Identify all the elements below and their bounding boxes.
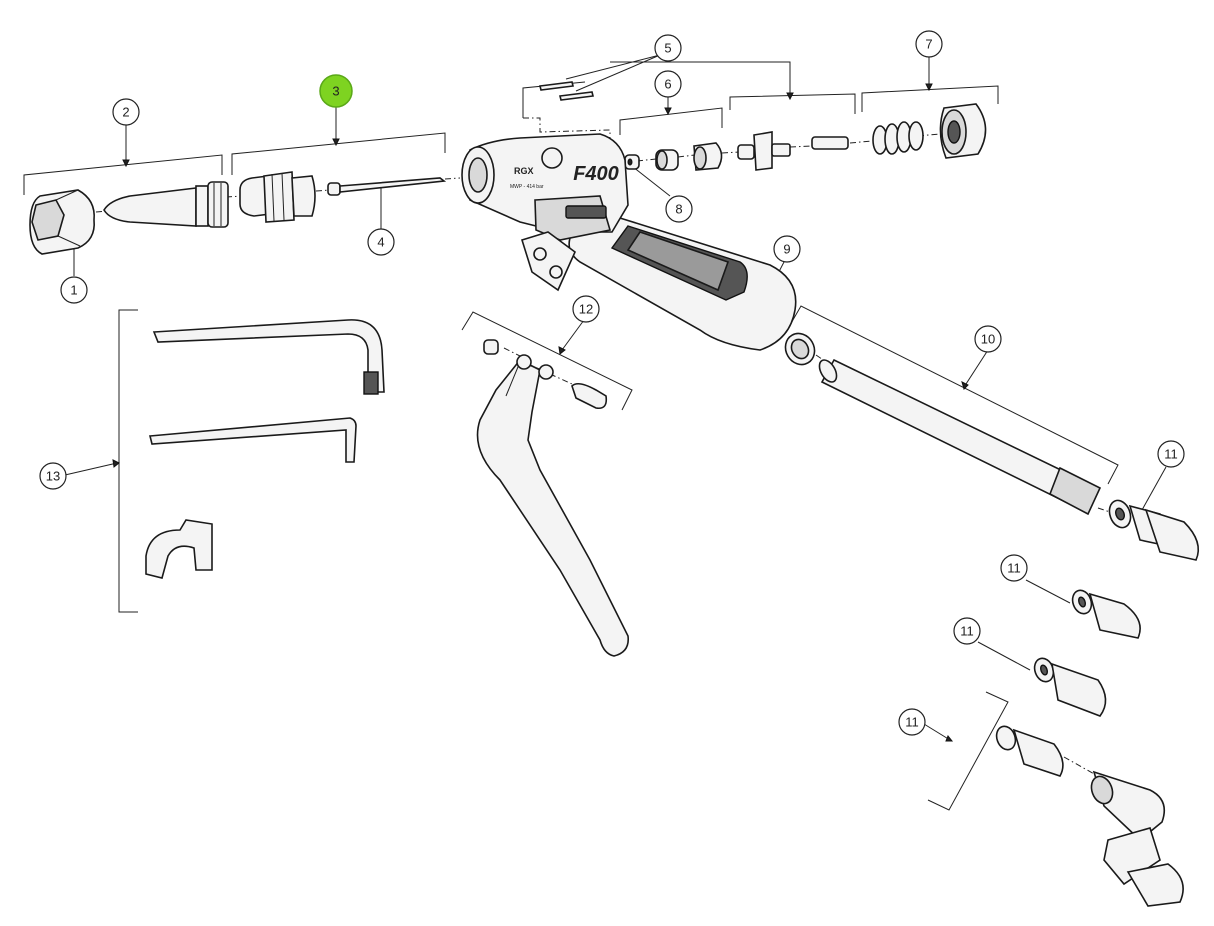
part-4-pin: [327, 177, 447, 196]
callout-label: 11: [960, 624, 974, 639]
part-11-coupler-a: [1108, 499, 1200, 561]
part-8-ring: [624, 154, 640, 170]
part-7-spring-cap: [872, 103, 987, 159]
callout-11-c: 11: [953, 617, 981, 645]
part-plunger: [737, 131, 849, 171]
part-9-seal: [784, 332, 816, 366]
part-11-coupler-c: [1033, 657, 1107, 717]
part-5-pins: [539, 81, 594, 101]
part-11-coupler-b: [1071, 589, 1141, 639]
callout-label: 9: [783, 242, 790, 257]
callout-2: 2: [112, 98, 140, 126]
gun-body: F400 RGX MWP - 414 bar: [461, 133, 797, 351]
brand-marking: RGX: [514, 166, 534, 176]
callout-13: 13: [39, 462, 67, 490]
callout-label: 6: [664, 77, 671, 92]
callout-8: 8: [665, 195, 693, 223]
callout-label: 11: [1164, 447, 1178, 462]
part-2-nozzle: [103, 181, 229, 228]
callout-label: 7: [925, 37, 932, 52]
callout-label: 5: [664, 41, 671, 56]
callout-11-a: 11: [1157, 440, 1185, 468]
part-1-nozzle-nut: [29, 189, 95, 255]
callout-7: 7: [915, 30, 943, 58]
part-10-tube: [818, 358, 1102, 516]
pressure-marking: MWP - 414 bar: [510, 184, 544, 190]
callout-label: 4: [377, 235, 384, 250]
part-11-coupler-d: [995, 725, 1184, 907]
part-3-coupler-body: [239, 171, 316, 223]
callout-label: 12: [579, 302, 593, 317]
callout-label: 10: [981, 332, 995, 347]
callout-11-d: 11: [898, 708, 926, 736]
callout-label: 11: [905, 715, 919, 730]
callout-3-highlighted[interactable]: 3: [319, 74, 353, 108]
callout-4: 4: [367, 228, 395, 256]
callout-label: 1: [70, 283, 77, 298]
callout-5: 5: [654, 34, 682, 62]
callout-label: 2: [122, 105, 129, 120]
part-12-lever: [476, 339, 630, 657]
part-13-tools: [145, 319, 385, 579]
callout-9: 9: [773, 235, 801, 263]
callout-label: 11: [1007, 561, 1021, 576]
callout-label: 8: [675, 202, 682, 217]
model-marking: F400: [573, 163, 619, 185]
callout-10: 10: [974, 325, 1002, 353]
callout-11-b: 11: [1000, 554, 1028, 582]
callout-label: 3: [332, 84, 339, 99]
callout-12: 12: [572, 295, 600, 323]
callout-6: 6: [654, 70, 682, 98]
callout-1: 1: [60, 276, 88, 304]
part-6-valve: [655, 142, 723, 171]
callout-label: 13: [46, 469, 60, 484]
